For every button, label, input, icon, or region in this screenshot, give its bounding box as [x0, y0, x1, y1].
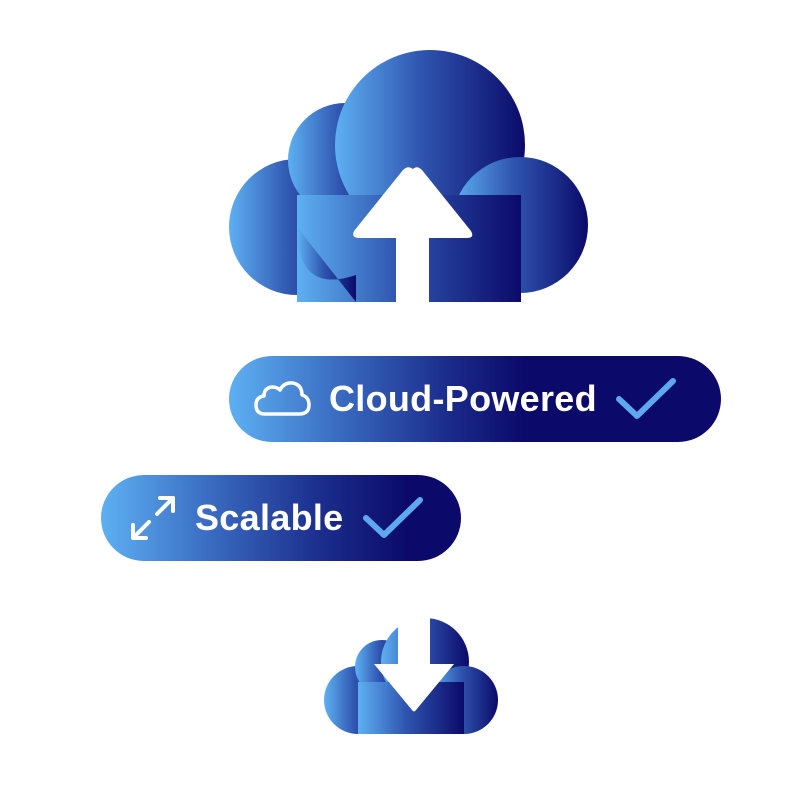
badge-label: Scalable [195, 497, 344, 538]
badge-scalable: Scalable [101, 475, 461, 561]
checkmark-icon [362, 497, 423, 538]
cloud-outline-icon [254, 381, 311, 416]
badge-label: Cloud-Powered [329, 378, 597, 419]
upload-arrow [353, 167, 473, 307]
expand-arrows-icon [131, 496, 175, 540]
badge-cloud-powered: Cloud-Powered [229, 356, 721, 442]
cloud-download-icon [324, 612, 498, 734]
cloud-upload-icon [229, 50, 588, 307]
checkmark-icon [615, 378, 676, 419]
download-arrow [374, 612, 454, 712]
